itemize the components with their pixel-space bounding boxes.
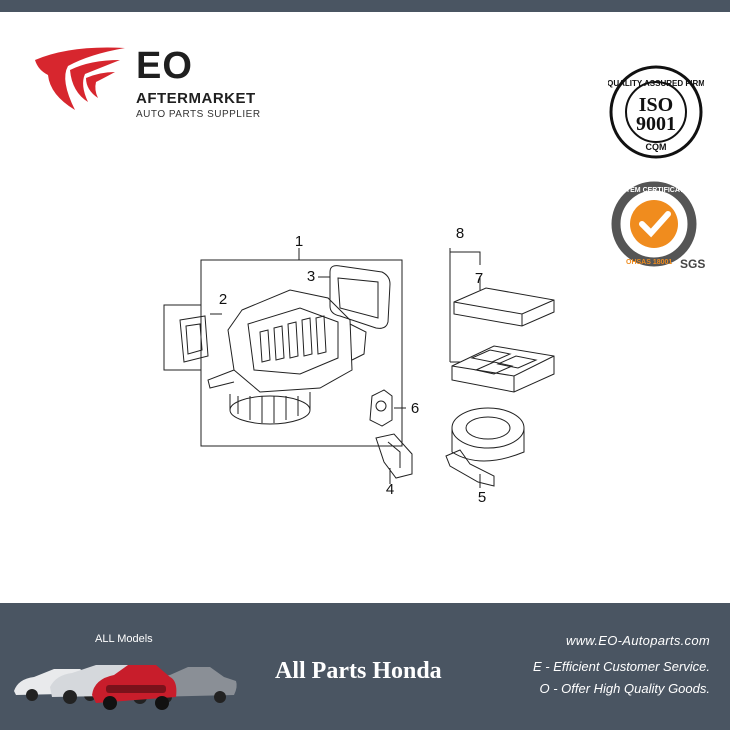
callout-4: 4 [385,481,395,498]
callout-7: 7 [474,270,484,287]
callout-8: 8 [455,225,465,242]
iso-9001-badge-icon: QUALITY ASSURED FIRM ISO 9001 CQM [608,65,704,159]
footer-bar: ALL Models All Parts Honda www.EO-Autopa… [0,603,730,730]
iso-number-text: 9001 [636,113,676,135]
header: EO AFTERMARKET AUTO PARTS SUPPLIER [0,12,730,124]
brand-subtitle: AFTERMARKET [136,90,256,107]
website-link[interactable]: www.EO-Autoparts.com [566,633,710,648]
ohsas-arc-text: SYSTEM CERTIFICATION [612,187,696,194]
ohsas-sgs-badge-icon: SYSTEM CERTIFICATION OHSAS 18001 SGS [611,181,705,271]
parts-diagram: 1 2 3 4 5 6 7 8 [150,220,570,520]
iso-mark-text: CQM [646,142,667,152]
callout-2: 2 [218,291,228,308]
sgs-mark-text: SGS [680,257,705,271]
callout-3: 3 [306,268,316,285]
top-bar [0,0,730,12]
assembly-frame [200,259,403,447]
footer-title: All Parts Honda [275,658,442,684]
parts-diagram-drawing [163,248,555,488]
brand-name: EO [136,45,193,87]
eo-wing-logo-icon [35,47,125,110]
all-models-label: ALL Models [95,633,153,645]
slogan-line-1: E - Efficient Customer Service. [533,659,710,674]
slogan-line-2: O - Offer High Quality Goods. [539,681,710,696]
callout-5: 5 [477,489,487,506]
callout-1: 1 [294,233,304,250]
honda-cars-lineup-icon [14,665,237,710]
iso-arc-text: QUALITY ASSURED FIRM [608,79,704,88]
brand-tagline: AUTO PARTS SUPPLIER [136,109,261,120]
ohsas-side-text: OHSAS 18001 [626,259,672,266]
callout-6: 6 [410,400,420,417]
iso-main-text: ISO [639,94,673,116]
